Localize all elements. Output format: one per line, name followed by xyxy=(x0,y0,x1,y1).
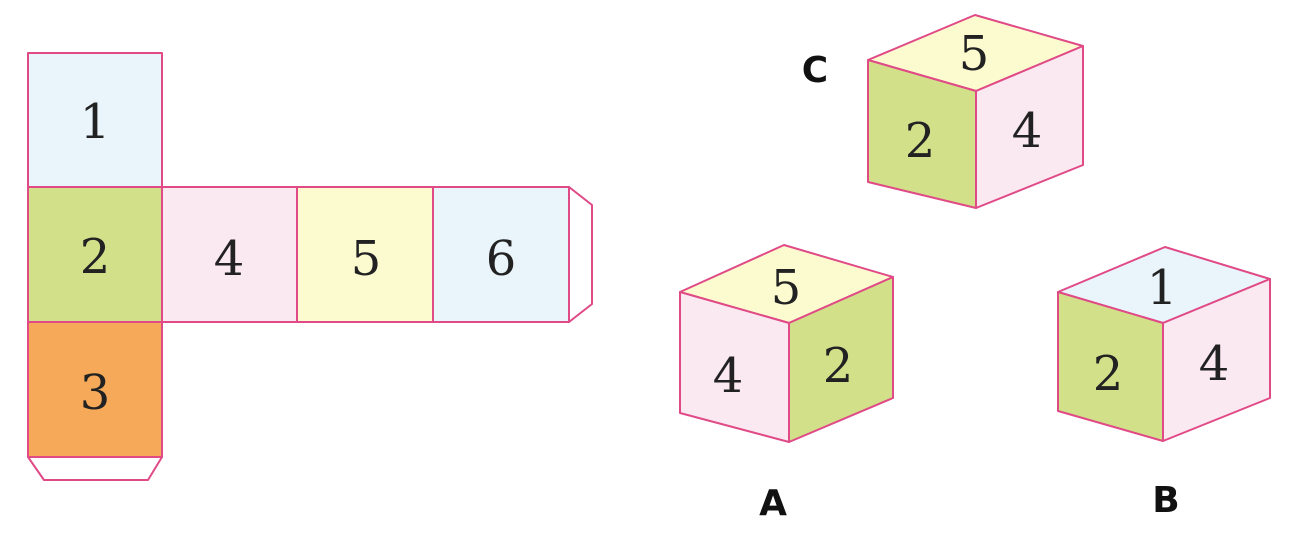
cube-c-right-face xyxy=(975,45,1084,209)
net-face-2 xyxy=(27,186,163,323)
cube-b-letter: B xyxy=(1152,480,1179,521)
net-face-2-label: 2 xyxy=(80,229,111,285)
net-face-6-label: 6 xyxy=(486,231,517,287)
cube-c: 5 2 4 C xyxy=(802,14,1084,209)
net-face-4-label: 4 xyxy=(214,231,245,287)
cube-a-left-label: 4 xyxy=(713,348,744,404)
net-face-6 xyxy=(432,186,570,323)
net-face-1 xyxy=(27,52,163,188)
net-face-1-label: 1 xyxy=(80,94,111,150)
cube-a: 5 4 2 A xyxy=(679,244,894,524)
net-face-3-label: 3 xyxy=(80,365,111,421)
cube-b-top-label: 1 xyxy=(1147,260,1178,316)
glue-flap-bottom xyxy=(27,456,163,481)
net-face-4 xyxy=(161,186,298,323)
cube-b-right-face xyxy=(1162,278,1271,442)
cube-a-right-face xyxy=(788,276,894,443)
net-face-5 xyxy=(296,186,434,323)
cube-b-left-label: 2 xyxy=(1093,346,1124,402)
net-face-3 xyxy=(27,321,163,458)
cube-c-right-label: 4 xyxy=(1012,103,1043,159)
cube-a-letter: A xyxy=(759,483,787,524)
cube-b-right-label: 4 xyxy=(1199,336,1230,392)
cube-net: 1 2 3 4 5 6 xyxy=(27,52,593,481)
cube-a-right-label: 2 xyxy=(823,338,854,394)
cube-c-top-label: 5 xyxy=(959,26,990,82)
glue-flap-right xyxy=(568,186,593,323)
cube-b: 1 2 4 B xyxy=(1057,246,1271,521)
net-face-5-label: 5 xyxy=(351,231,382,287)
cube-a-top-label: 5 xyxy=(771,260,802,316)
cube-c-letter: C xyxy=(802,50,828,91)
cube-c-left-label: 2 xyxy=(905,113,936,169)
